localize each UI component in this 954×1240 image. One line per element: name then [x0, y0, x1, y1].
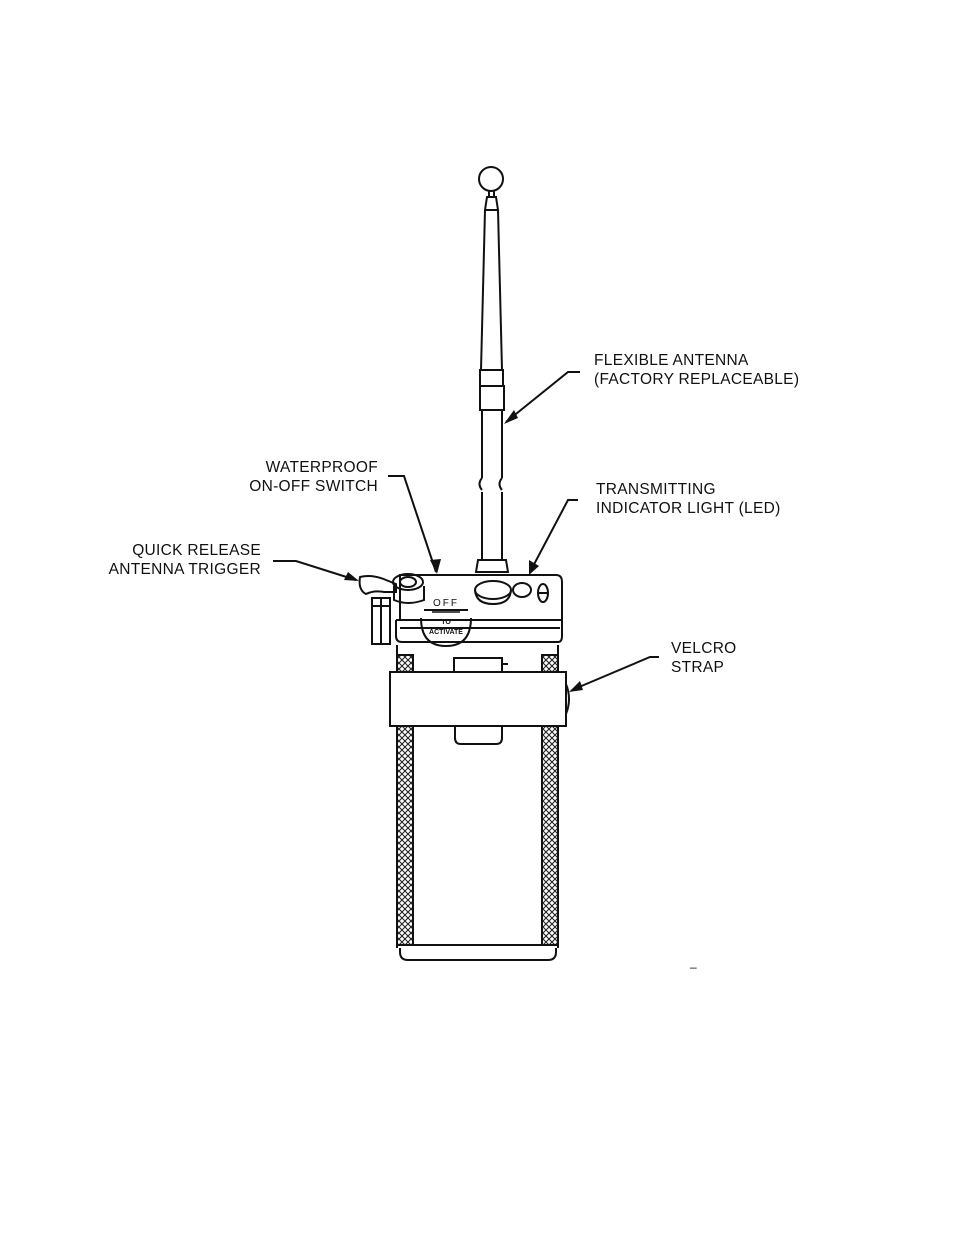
callout-line-2: STRAP	[671, 659, 725, 676]
callout-line-1: VELCRO	[671, 640, 737, 657]
callout-quick-release: QUICK RELEASE ANTENNA TRIGGER	[109, 541, 261, 579]
velcro-strap	[389, 671, 570, 727]
callout-line-1: FLEXIBLE ANTENNA	[594, 352, 749, 369]
switch-face: OFF TO ACTIVATE	[429, 598, 463, 636]
callout-line-2: INDICATOR LIGHT (LED)	[596, 500, 781, 517]
callout-line-1: QUICK RELEASE	[132, 542, 261, 559]
callout-velcro-strap: VELCRO STRAP	[671, 639, 737, 677]
callout-line-1: WATERPROOF	[265, 459, 378, 476]
callout-line-2: ANTENNA TRIGGER	[108, 561, 261, 578]
callout-waterproof-switch: WATERPROOF ON-OFF SWITCH	[249, 458, 378, 496]
switch-to-label: TO	[441, 619, 451, 626]
callout-line-1: TRANSMITTING	[596, 481, 716, 498]
antenna	[474, 166, 510, 573]
callout-line-2: (FACTORY REPLACEABLE)	[594, 371, 800, 388]
switch-knob	[420, 609, 472, 648]
callout-transmitting-light: TRANSMITTING INDICATOR LIGHT (LED)	[596, 480, 781, 518]
top-cap	[395, 574, 563, 643]
callout-flexible-antenna: FLEXIBLE ANTENNA (FACTORY REPLACEABLE)	[594, 351, 799, 389]
stray-mark: –	[690, 960, 697, 974]
callout-line-2: ON-OFF SWITCH	[249, 478, 378, 495]
quick-release-trigger	[358, 573, 425, 645]
leader-lines	[273, 371, 659, 691]
switch-off-label: OFF	[433, 598, 459, 609]
switch-activate-label: ACTIVATE	[429, 629, 463, 636]
